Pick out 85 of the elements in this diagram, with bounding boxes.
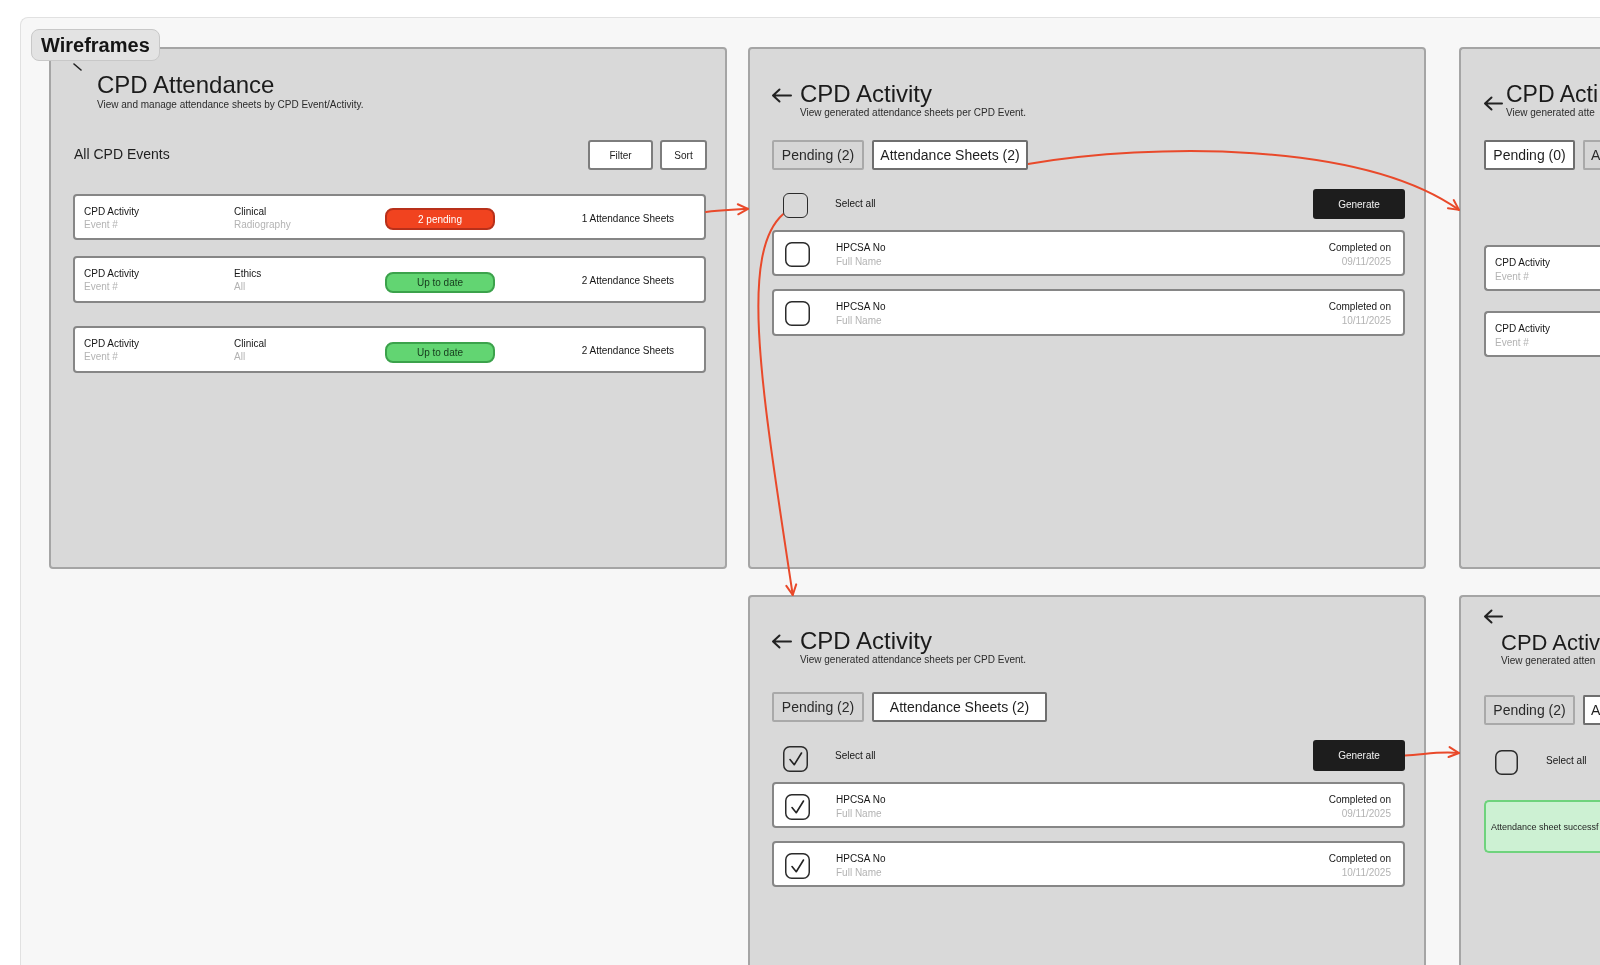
hpcsa-label: HPCSA No	[836, 301, 886, 313]
pending-tab: Pending (2)	[1484, 695, 1575, 725]
sheet-count: 2 Attendance Sheets	[581, 345, 674, 357]
completed-label: Completed on	[1328, 301, 1391, 313]
completion-date: 09/11/2025	[1341, 256, 1391, 268]
arrow	[757, 213, 798, 596]
full-name-label: Full Name	[836, 315, 882, 327]
select-all-label: Select all	[835, 750, 876, 762]
hpcsa-label: HPCSA No	[836, 853, 886, 865]
attendee-row-card	[772, 289, 1405, 336]
arrow	[705, 203, 749, 216]
event-row-card	[1484, 245, 1600, 291]
screen-frame	[748, 47, 1426, 569]
screen-title: CPD Activity	[800, 627, 933, 656]
event-number: Event #	[1495, 271, 1529, 283]
screen-subtitle: View generated atte	[1506, 107, 1595, 119]
attendee-row-card	[772, 230, 1405, 276]
event-row-card	[73, 326, 706, 373]
sort-button: Sort	[660, 140, 707, 170]
attendance-sheets-tab: Attendance Sheets (2)	[872, 692, 1047, 722]
screen-frame	[748, 595, 1426, 965]
screen-title: CPD Activity	[800, 80, 933, 109]
attendee-row-card	[772, 841, 1405, 887]
filter-button: Filter	[588, 140, 653, 170]
canvas-frame	[20, 17, 1600, 965]
completed-label: Completed on	[1328, 242, 1391, 254]
screen-title: CPD Acti	[1506, 81, 1599, 108]
event-row-card	[1484, 311, 1600, 357]
section-heading: All CPD Events	[74, 146, 170, 163]
sheet-count: 2 Attendance Sheets	[581, 275, 674, 287]
status-badge: Up to date	[385, 342, 495, 363]
screen-frame	[1459, 47, 1600, 569]
tab: A	[1583, 140, 1600, 170]
pending-tab: Pending (2)	[772, 692, 864, 722]
hpcsa-label: HPCSA No	[836, 794, 886, 806]
screen-subtitle: View generated attendance sheets per CPD Event.	[800, 654, 1027, 666]
checkbox-icon	[783, 193, 808, 218]
screen-frame	[1459, 595, 1600, 965]
activity-name: CPD Activity	[84, 268, 139, 280]
event-number: Event #	[84, 219, 118, 231]
arrow	[1027, 150, 1460, 211]
generate-button: Generate	[1313, 189, 1405, 219]
screen-subtitle: View and manage attendance sheets by CPD Event/Activity.	[97, 99, 364, 111]
generate-button: Generate	[1313, 740, 1405, 771]
subcategory-label: All	[234, 351, 246, 363]
select-all-label: Select all	[835, 198, 876, 210]
completion-date: 10/11/2025	[1341, 867, 1391, 879]
full-name-label: Full Name	[836, 808, 882, 820]
event-row-card	[73, 194, 706, 240]
sheet-count: 1 Attendance Sheets	[581, 213, 674, 225]
frame-label: Wireframes	[31, 29, 160, 61]
event-number: Event #	[84, 281, 118, 293]
screen-title: CPD Activ	[1501, 630, 1600, 656]
status-badge: 2 pending	[385, 208, 495, 230]
subcategory-label: All	[234, 281, 246, 293]
completion-date: 09/11/2025	[1341, 808, 1391, 820]
subcategory-label: Radiography	[234, 219, 291, 231]
screen-title: CPD Attendance	[97, 71, 275, 100]
event-number: Event #	[1495, 337, 1529, 349]
full-name-label: Full Name	[836, 256, 882, 268]
activity-name: CPD Activity	[84, 206, 139, 218]
success-banner: Attendance sheet successf	[1484, 800, 1600, 853]
completed-label: Completed on	[1328, 853, 1391, 865]
full-name-label: Full Name	[836, 867, 882, 879]
arrow	[1404, 746, 1460, 759]
tab: A	[1583, 695, 1600, 725]
screen-subtitle: View generated atten	[1501, 655, 1596, 667]
category-label: Clinical	[234, 338, 267, 350]
completion-date: 10/11/2025	[1341, 315, 1391, 327]
activity-name: CPD Activity	[1495, 257, 1550, 269]
attendee-row-card	[772, 782, 1405, 828]
category-label: Clinical	[234, 206, 267, 218]
pending-tab: Pending (0)	[1484, 140, 1575, 170]
attendance-sheets-tab: Attendance Sheets (2)	[872, 140, 1028, 170]
screen-subtitle: View generated attendance sheets per CPD Event.	[800, 107, 1027, 119]
pending-tab: Pending (2)	[772, 140, 864, 170]
status-badge: Up to date	[385, 272, 495, 293]
hpcsa-label: HPCSA No	[836, 242, 886, 254]
event-row-card	[73, 256, 706, 303]
activity-name: CPD Activity	[84, 338, 139, 350]
select-all-label: Select all	[1546, 755, 1587, 767]
event-number: Event #	[84, 351, 118, 363]
completed-label: Completed on	[1328, 794, 1391, 806]
activity-name: CPD Activity	[1495, 323, 1550, 335]
category-label: Ethics	[234, 268, 262, 280]
